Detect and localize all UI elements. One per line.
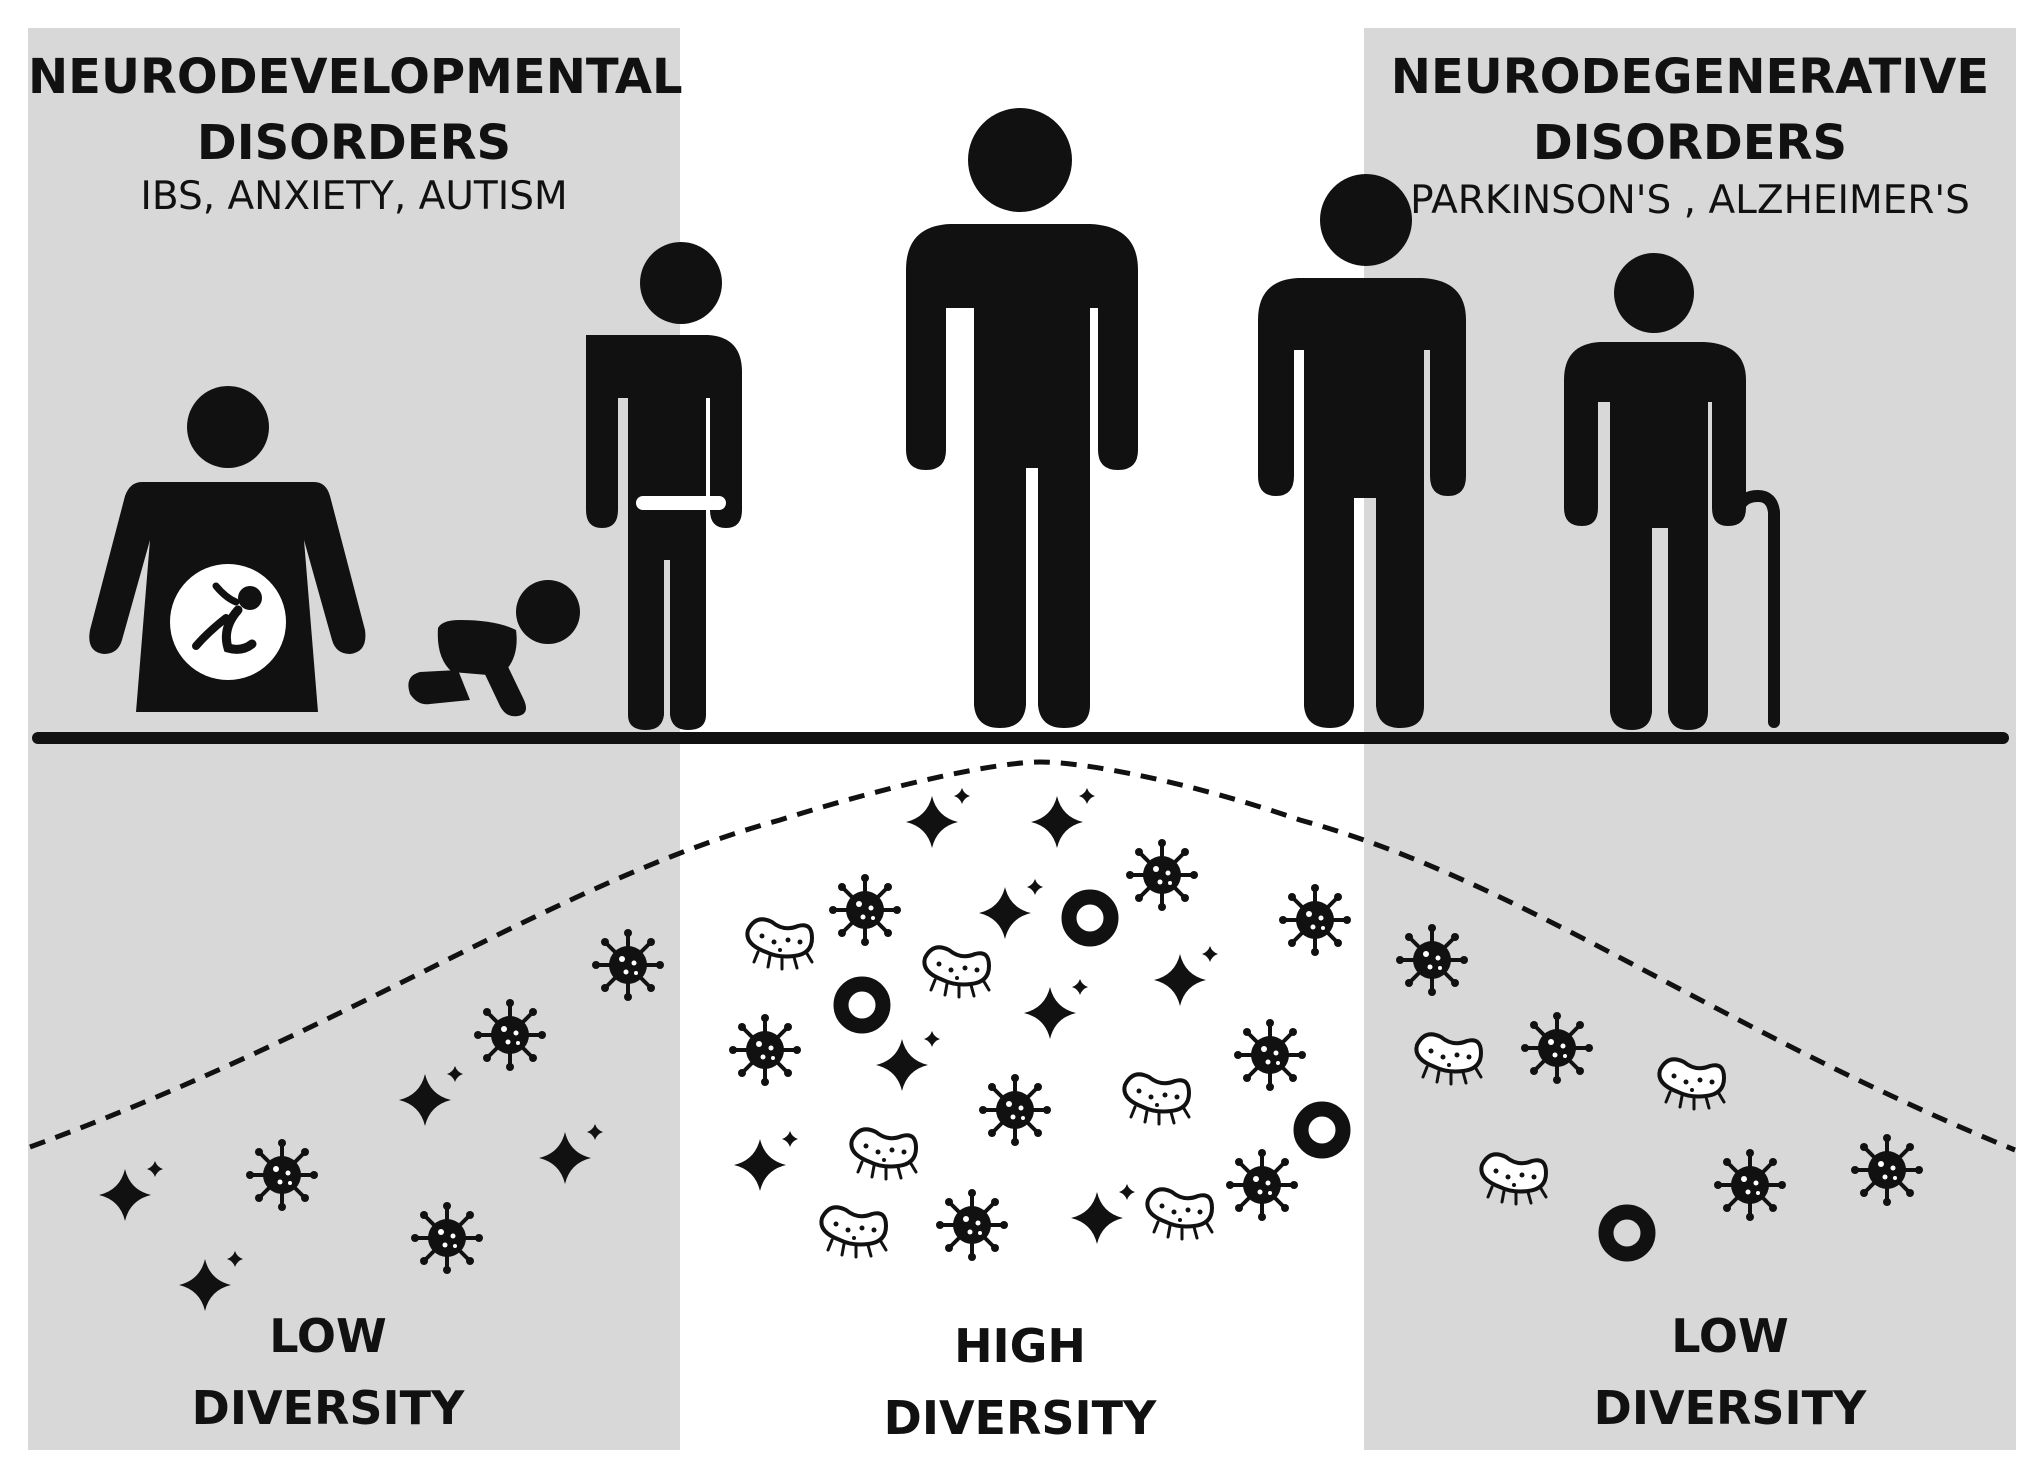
virus-icon [727, 1012, 803, 1088]
right-microbes [1394, 922, 1925, 1254]
right-diversity-line2: DIVERSITY [1593, 1381, 1867, 1435]
virus-icon [1232, 1017, 1308, 1093]
middle-diversity-line1: HIGH [954, 1319, 1086, 1373]
ring-icon [1606, 1212, 1648, 1254]
virus-icon [1519, 1010, 1595, 1086]
right-title-line1: NEURODEGENERATIVE [1390, 49, 1990, 105]
elderly-with-cane-icon [1564, 253, 1780, 730]
left-microbes [99, 927, 666, 1311]
middle-diversity-line2: DIVERSITY [883, 1391, 1157, 1445]
sparkle-icon [734, 1131, 798, 1191]
sparkle-icon [1031, 788, 1095, 848]
right-title-line2: DISORDERS [1532, 115, 1848, 171]
left-diversity-line1: LOW [269, 1309, 387, 1363]
sparkle-icon [539, 1124, 603, 1184]
bacterium-icon [922, 945, 991, 999]
diversity-curve [29, 759, 2016, 1153]
bacterium-icon [1414, 1032, 1483, 1086]
bacterium-icon [1657, 1057, 1726, 1111]
virus-icon [409, 1200, 485, 1276]
virus-icon [1277, 882, 1353, 958]
sparkle-icon [906, 788, 970, 848]
virus-icon [1394, 922, 1470, 998]
bacterium-icon [819, 1205, 888, 1259]
virus-icon [244, 1137, 320, 1213]
sparkle-icon [979, 879, 1043, 939]
virus-icon [827, 872, 903, 948]
bacterium-icon [745, 917, 814, 971]
sparkle-icon [99, 1161, 163, 1221]
right-examples: PARKINSON'S , ALZHEIMER'S [1410, 178, 1970, 223]
ring-icon [1069, 897, 1111, 939]
sparkle-icon [1024, 979, 1088, 1039]
sparkle-icon [179, 1251, 243, 1311]
crawling-baby-icon [408, 580, 580, 717]
virus-icon [977, 1072, 1053, 1148]
adult-icon [906, 108, 1138, 728]
pregnant-woman-icon [89, 386, 366, 712]
virus-icon [1712, 1147, 1788, 1223]
sparkle-icon [1071, 1184, 1135, 1244]
virus-icon [590, 927, 666, 1003]
sparkle-icon [876, 1031, 940, 1091]
ring-icon [841, 984, 883, 1026]
left-examples: IBS, ANXIETY, AUTISM [140, 174, 568, 219]
virus-icon [1224, 1147, 1300, 1223]
bacterium-icon [1145, 1187, 1214, 1241]
sparkle-icon [399, 1066, 463, 1126]
left-diversity-line2: DIVERSITY [191, 1381, 465, 1435]
bacterium-icon [1122, 1072, 1191, 1126]
child-icon [586, 242, 742, 730]
virus-icon [1849, 1132, 1925, 1208]
virus-icon [1124, 837, 1200, 913]
middle-aged-adult-icon [1258, 174, 1466, 728]
virus-icon [934, 1187, 1010, 1263]
left-title-line1: NEURODEVELOPMENTAL [28, 49, 683, 105]
bacterium-icon [1479, 1152, 1548, 1206]
bacterium-icon [849, 1127, 918, 1181]
right-diversity-line1: LOW [1671, 1309, 1789, 1363]
virus-icon [472, 997, 548, 1073]
left-title-line2: DISORDERS [196, 115, 512, 171]
middle-microbes [727, 788, 1353, 1263]
sparkle-icon [1154, 946, 1218, 1006]
ring-icon [1301, 1109, 1343, 1151]
